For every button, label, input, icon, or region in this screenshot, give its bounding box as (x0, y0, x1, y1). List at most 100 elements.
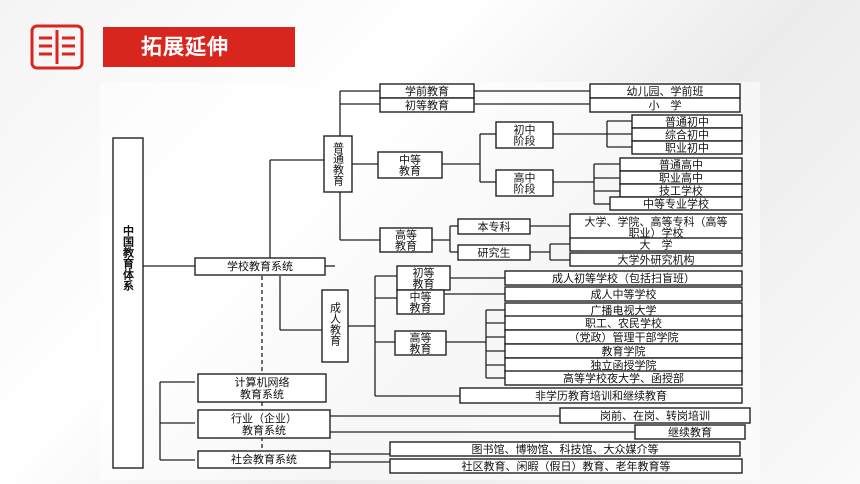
box-primary-school: 小 学 (589, 97, 741, 113)
box-technical-school: 技工学校 (619, 183, 743, 198)
svg-text:成人教育: 成人教育 (329, 302, 342, 347)
svg-text:小 学: 小 学 (649, 98, 682, 112)
box-education-college: 教育学院 (504, 343, 743, 359)
box-kindergarten: 幼儿园、学前班 (589, 83, 741, 99)
svg-text:中等: 中等 (410, 290, 432, 304)
svg-text:本专科: 本专科 (478, 220, 511, 234)
box-senior-vocational: 职业高中 (619, 170, 743, 185)
svg-text:综合初中: 综合初中 (665, 128, 709, 142)
box-nondegree: 非学历教育培训和继续教育 (459, 387, 743, 404)
adult-node: 成人教育 (321, 289, 349, 363)
svg-text:高等: 高等 (410, 331, 432, 345)
svg-text:职业初中: 职业初中 (665, 141, 709, 155)
svg-text:初中: 初中 (514, 123, 536, 137)
svg-text:教育: 教育 (410, 342, 432, 356)
root-node: 中国教育体系 (112, 137, 144, 469)
svg-text:社会教育系统: 社会教育系统 (231, 452, 297, 466)
page-title: 拓展延伸 (103, 27, 295, 67)
box-preservice: 岗前、在岗、转岗培训 (559, 407, 751, 424)
svg-text:高等学校夜大学、函授部: 高等学校夜大学、函授部 (563, 371, 684, 385)
svg-text:中等专业学校: 中等专业学校 (643, 197, 709, 211)
connector-lines (140, 90, 635, 463)
svg-text:职业）学校: 职业）学校 (629, 226, 684, 240)
svg-text:教育学院: 教育学院 (602, 344, 646, 358)
svg-text:教育: 教育 (395, 239, 417, 253)
svg-text:独立函授学院: 独立函授学院 (591, 358, 657, 372)
svg-text:中等: 中等 (399, 153, 421, 167)
box-graduate: 研究生 (457, 244, 531, 261)
svg-text:教育: 教育 (410, 301, 432, 315)
svg-text:教育: 教育 (413, 277, 435, 291)
boxes: 学前教育幼儿园、学前班初等教育小 学中等教育初中阶段普通初中综合初中职业初中高中… (377, 83, 751, 474)
root-label: 中国教育体系 (122, 224, 136, 292)
svg-text:幼儿园、学前班: 幼儿园、学前班 (627, 84, 704, 98)
svg-text:大 学: 大 学 (640, 238, 673, 252)
svg-text:成人中等学校: 成人中等学校 (591, 287, 657, 301)
svg-text:学校教育系统: 学校教育系统 (227, 259, 293, 273)
box-junior-general: 普通初中 (631, 114, 743, 129)
basic-edu-node: 普通教育 (323, 135, 353, 193)
box-secondary-specialized: 中等专业学校 (609, 196, 743, 211)
svg-text:教育系统: 教育系统 (242, 423, 286, 437)
svg-text:继续教育: 继续教育 (668, 425, 712, 439)
svg-text:初等: 初等 (413, 266, 435, 280)
box-correspondence: 独立函授学院 (504, 357, 743, 373)
svg-text:技工学校: 技工学校 (659, 184, 703, 198)
box-night-university: 高等学校夜大学、函授部 (504, 370, 743, 386)
social-node: 社会教育系统 (197, 450, 331, 469)
box-tv-university: 广播电视大学 (504, 302, 743, 318)
svg-text:计算机网络: 计算机网络 (235, 375, 290, 389)
box-adult-secondary-school: 成人中等学校 (504, 286, 743, 302)
box-junior-combined: 综合初中 (631, 127, 743, 142)
svg-text:岗前、在岗、转岗培训: 岗前、在岗、转岗培训 (600, 409, 710, 423)
book-icon (30, 24, 84, 70)
svg-text:职工、农民学校: 职工、农民学校 (585, 316, 662, 330)
box-junior-vocational: 职业初中 (631, 140, 743, 155)
svg-text:普通教育: 普通教育 (332, 141, 345, 187)
box-senior-general: 普通高中 (619, 157, 743, 172)
box-undergrad: 本专科 (457, 218, 531, 235)
svg-text:大学外研究机构: 大学外研究机构 (618, 253, 695, 267)
svg-text:非学历教育培训和继续教育: 非学历教育培训和继续教育 (535, 389, 667, 403)
box-cultural-venues: 图书馆、博物馆、科技馆、大众媒介等 (389, 441, 741, 457)
school-system-node: 学校教育系统 (194, 257, 326, 276)
svg-text:阶段: 阶段 (514, 134, 536, 148)
box-community: 社区教育、闲暇（假日）教育、老年教育等 (389, 458, 743, 474)
svg-text:大学、学院、高等专科（高等: 大学、学院、高等专科（高等 (585, 215, 728, 229)
svg-text:职业高中: 职业高中 (659, 171, 703, 185)
box-grad-institute: 大学外研究机构 (569, 252, 743, 267)
svg-text:社区教育、闲暇（假日）教育、老年教育等: 社区教育、闲暇（假日）教育、老年教育等 (462, 459, 671, 473)
svg-text:教育: 教育 (399, 164, 421, 178)
svg-text:高中: 高中 (514, 171, 536, 185)
network-node: 计算机网络 教育系统 (197, 373, 327, 403)
svg-text:图书馆、博物馆、科技馆、大众媒介等: 图书馆、博物馆、科技馆、大众媒介等 (472, 442, 659, 456)
svg-text:高等: 高等 (395, 228, 417, 242)
box-worker-college: 职工、农民学校 (504, 315, 743, 331)
box-continuing: 继续教育 (634, 424, 746, 440)
svg-text:（党政）管理干部学院: （党政）管理干部学院 (569, 330, 679, 344)
svg-text:普通初中: 普通初中 (665, 115, 709, 129)
industry-node: 行业（企业） 教育系统 (197, 409, 331, 439)
svg-text:初等教育: 初等教育 (405, 98, 449, 112)
box-preschool: 学前教育 (379, 83, 475, 99)
box-adult-primary-school: 成人初等学校（包括扫盲班） (504, 270, 743, 286)
svg-text:行业（企业）: 行业（企业） (231, 411, 297, 425)
box-primary: 初等教育 (379, 97, 475, 113)
svg-text:教育系统: 教育系统 (240, 387, 284, 401)
svg-text:普通高中: 普通高中 (659, 158, 703, 172)
svg-text:研究生: 研究生 (478, 246, 511, 260)
svg-text:广播电视大学: 广播电视大学 (591, 303, 657, 317)
svg-text:成人初等学校（包括扫盲班）: 成人初等学校（包括扫盲班） (552, 271, 695, 285)
box-grad-university: 大 学 (569, 237, 743, 252)
svg-text:阶段: 阶段 (514, 182, 536, 196)
box-adult-primary: 初等教育 (396, 265, 451, 291)
box-cadre-college: （党政）管理干部学院 (504, 329, 743, 345)
